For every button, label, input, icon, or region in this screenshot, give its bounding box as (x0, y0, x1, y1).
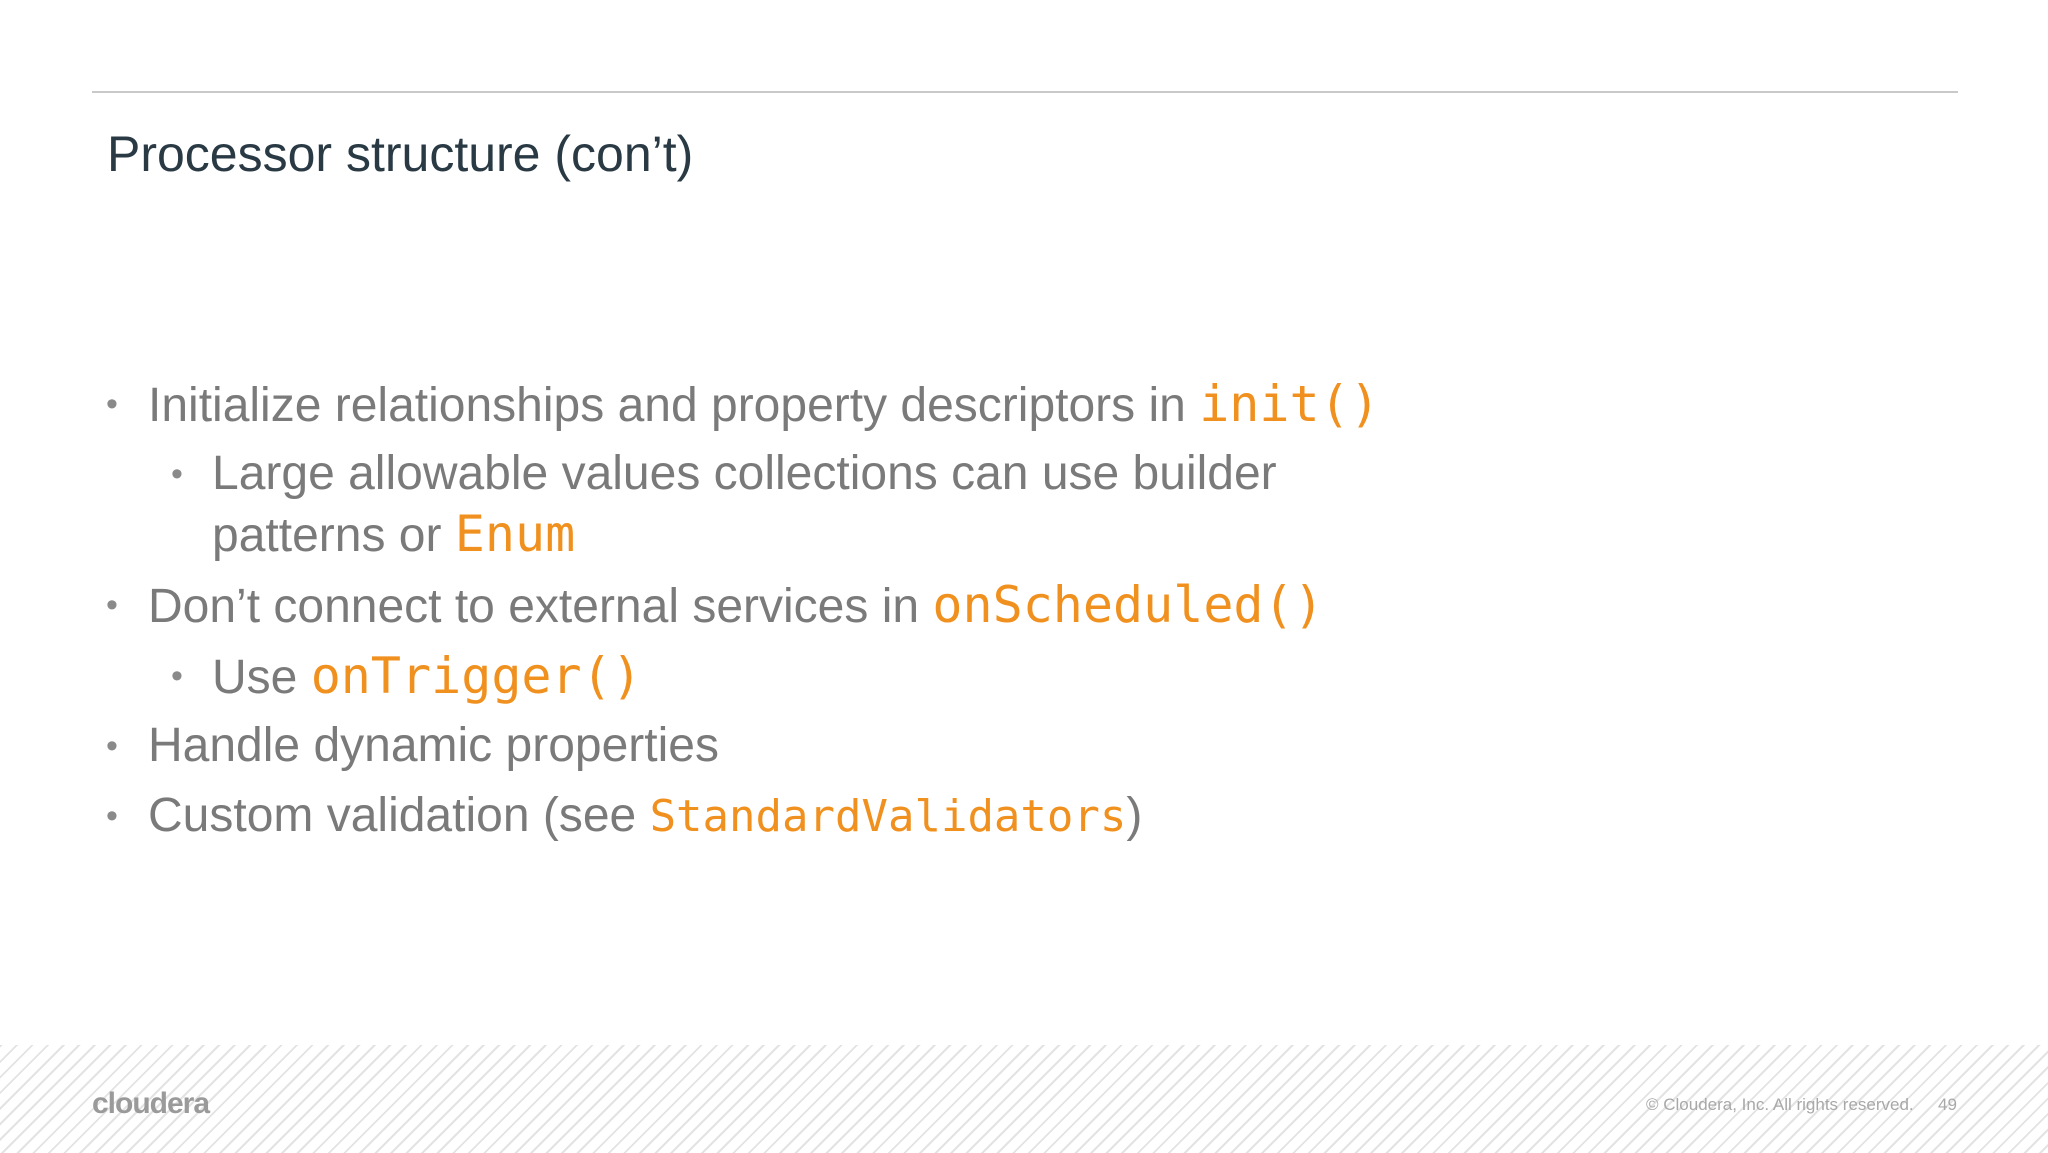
copyright-text: © Cloudera, Inc. All rights reserved. (1646, 1095, 1914, 1114)
bullet-text: Initialize relationships and property de… (148, 379, 1200, 432)
bullet-text: Large allowable values collections can u… (212, 447, 1277, 500)
code-span: init() (1199, 375, 1380, 433)
bullet-text: patterns or (212, 509, 455, 562)
bullet-text: Don’t connect to external services in (148, 580, 933, 633)
code-span: onTrigger() (310, 647, 642, 705)
sub-bullet-dot: • (171, 657, 183, 695)
title-divider (92, 91, 1958, 93)
bullet-item: Initialize relationships and property de… (148, 374, 1380, 436)
bullet-dot: • (106, 797, 118, 835)
sub-bullet-item: Use onTrigger() (212, 646, 642, 708)
sub-bullet-dot: • (171, 455, 183, 493)
bullet-text: Use (212, 651, 311, 704)
bullet-dot: • (106, 586, 118, 624)
bullet-dot: • (106, 385, 118, 423)
bullet-item: Custom validation (see StandardValidator… (148, 786, 1142, 847)
footer-hatch (0, 1045, 2048, 1153)
sub-bullet-continuation: patterns or Enum (212, 504, 575, 566)
bullet-dot: • (106, 727, 118, 765)
bullet-text: Custom validation (see (148, 789, 650, 842)
page-number: 49 (1938, 1095, 1957, 1114)
bullet-item: Don’t connect to external services in on… (148, 575, 1324, 637)
bullet-suffix: ) (1126, 789, 1143, 842)
sub-bullet-item: Large allowable values collections can u… (212, 444, 1277, 504)
bullet-text: Handle dynamic properties (148, 719, 719, 772)
code-span: StandardValidators (649, 791, 1127, 842)
slide-title: Processor structure (con’t) (107, 126, 694, 182)
code-span: Enum (454, 505, 576, 563)
bullet-item: Handle dynamic properties (148, 716, 719, 776)
code-span: onScheduled() (932, 576, 1324, 634)
cloudera-logo: cloudera (92, 1087, 210, 1120)
